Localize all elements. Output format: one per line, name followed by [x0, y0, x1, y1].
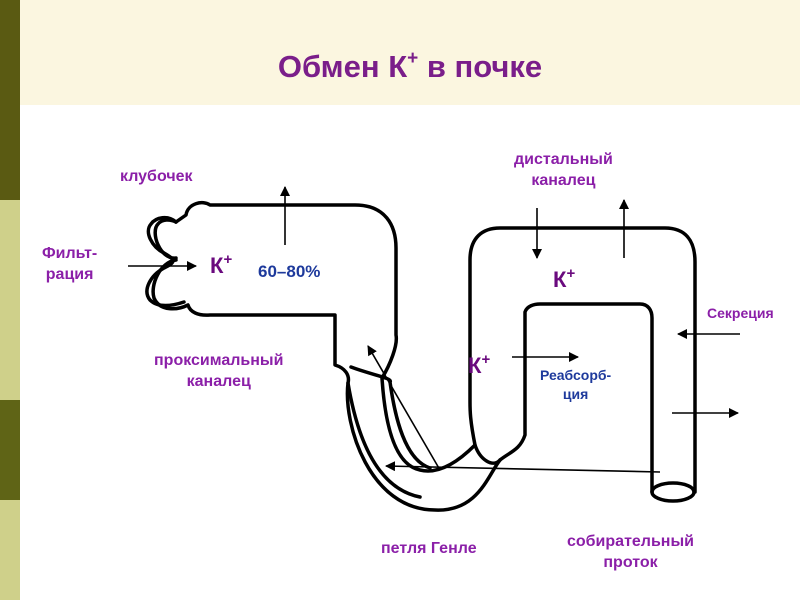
label-reabsorption-line1: Реабсорб- — [540, 367, 612, 383]
ion-label-proximal: К+ — [210, 251, 232, 279]
label-collecting-line1: собирательный — [567, 533, 694, 550]
label-proximal-tubule: проксимальный каналец — [154, 350, 283, 392]
label-distal-tubule: дистальный каналец — [514, 149, 613, 191]
label-proximal-line1: проксимальный — [154, 352, 284, 369]
loop-limb-left — [346, 381, 422, 499]
ion-charge: + — [566, 265, 576, 282]
label-filtration-line1: Фильт- — [42, 245, 98, 262]
ion-charge: + — [481, 351, 491, 368]
label-glomerulus: клубочек — [120, 168, 193, 185]
loop-bottom-arrow — [385, 461, 661, 473]
sidebar-stripe — [0, 0, 20, 600]
sidebar-segment-3 — [0, 400, 20, 500]
loop-limb-right — [473, 443, 502, 465]
header-band — [20, 0, 800, 105]
label-distal-line2: каналец — [531, 172, 596, 189]
label-secretion: Секреция — [707, 305, 774, 321]
ion-label-loop: К+ — [468, 351, 490, 379]
sidebar-segment-4 — [0, 500, 20, 600]
label-loop-of-henle: петля Генле — [381, 540, 477, 557]
ion-symbol: К — [553, 267, 567, 292]
label-reabsorption-line2: ция — [562, 386, 589, 402]
glomerulus-tuft — [145, 215, 186, 308]
label-collecting-duct: собирательный проток — [567, 531, 694, 573]
nephron-outer-outline — [174, 201, 697, 494]
label-filtration: Фильт- рация — [42, 243, 97, 285]
sidebar-segment-1 — [0, 0, 20, 200]
label-collecting-line2: проток — [603, 554, 658, 571]
loop-inner-curve — [349, 365, 432, 470]
sidebar-segment-2 — [0, 200, 20, 400]
loop-diagonal-arrow — [367, 345, 441, 471]
ion-symbol: К — [468, 353, 482, 378]
label-percent: 60–80% — [258, 262, 321, 281]
label-proximal-line2: каналец — [186, 373, 251, 390]
ion-symbol: К — [210, 253, 224, 278]
title-main: Обмен К — [277, 49, 408, 84]
page-title: Обмен К+ в почке — [20, 48, 800, 85]
ion-charge: + — [223, 251, 233, 268]
title-tail: в почке — [418, 49, 543, 84]
label-reabsorption: Реабсорб- ция — [540, 366, 611, 404]
label-filtration-line2: рация — [45, 266, 94, 283]
title-sup: + — [407, 48, 419, 69]
label-distal-line1: дистальный — [514, 151, 613, 168]
collecting-duct-end — [650, 481, 696, 503]
ion-label-distal: К+ — [553, 265, 575, 293]
